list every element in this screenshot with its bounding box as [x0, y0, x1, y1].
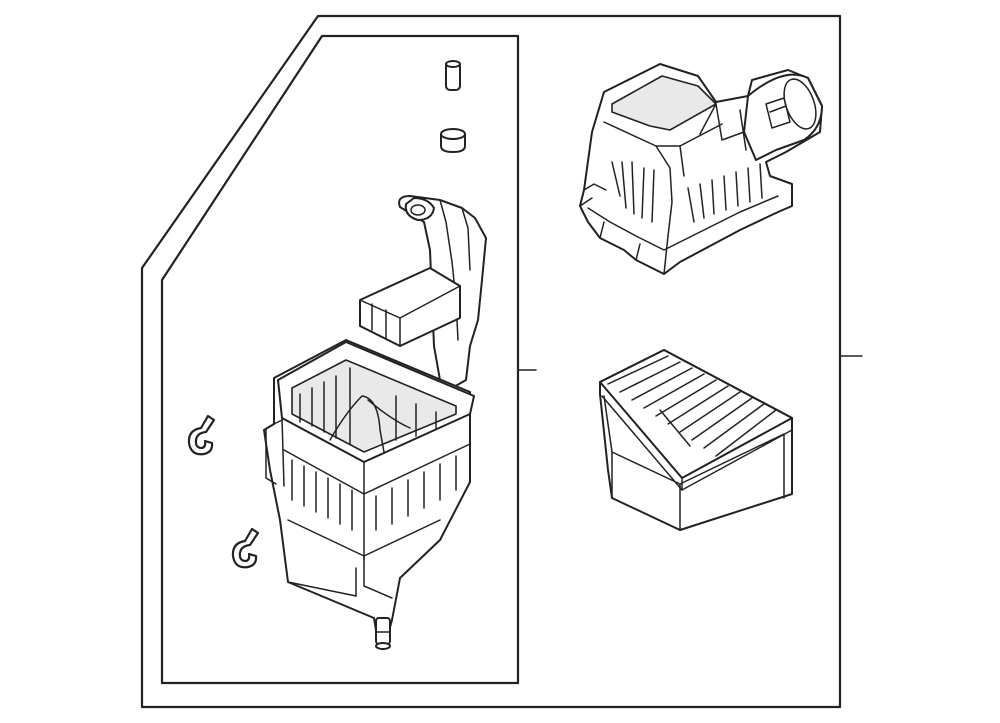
assembly-outer-frame — [140, 14, 863, 709]
grommet-icon — [440, 128, 466, 153]
sub-assembly-frame — [160, 34, 537, 685]
air-filter-element-icon — [599, 349, 793, 531]
hook-clip-icon — [231, 527, 260, 569]
pin-icon — [445, 60, 461, 91]
air-cleaner-lower-housing-icon — [263, 195, 487, 650]
air-cleaner-cover-icon — [579, 63, 823, 275]
hook-clip-icon — [187, 414, 216, 456]
